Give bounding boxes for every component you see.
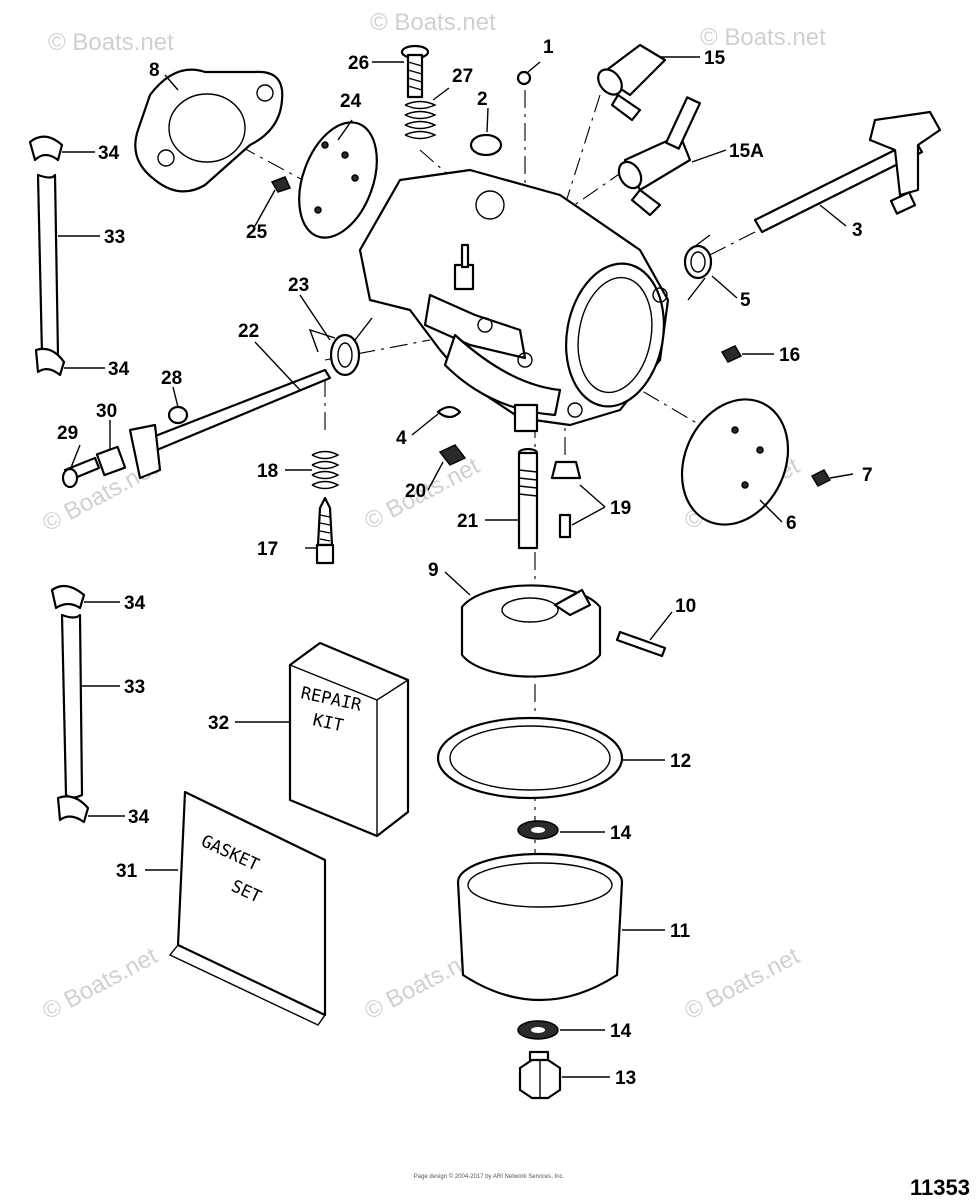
callout-13: 13 bbox=[615, 1068, 636, 1089]
callout-18: 18 bbox=[257, 461, 278, 482]
callout-32: 32 bbox=[208, 713, 229, 734]
callout-27: 27 bbox=[452, 66, 473, 87]
enrichment-plate bbox=[680, 398, 790, 526]
callout-14: 14 bbox=[610, 1021, 632, 1042]
callout-26: 26 bbox=[348, 53, 369, 74]
carburetor-body bbox=[358, 168, 670, 433]
throttle-plate bbox=[298, 121, 378, 239]
callout-31: 31 bbox=[116, 861, 138, 882]
callout-7: 7 bbox=[862, 465, 873, 486]
fuel-hoses bbox=[28, 135, 90, 824]
screw-and-spring bbox=[400, 44, 437, 140]
callout-19: 19 bbox=[610, 498, 631, 519]
watermark: © Boats.net bbox=[370, 9, 496, 36]
callout-34: 34 bbox=[128, 807, 150, 828]
callout-30: 30 bbox=[96, 401, 117, 422]
callout-16: 16 bbox=[779, 345, 800, 366]
callout-23: 23 bbox=[288, 275, 309, 296]
watermark: © Boats.net bbox=[700, 24, 826, 51]
ball-and-plug bbox=[469, 70, 532, 157]
figure-number: 11353 bbox=[910, 1175, 970, 1200]
callout-34: 34 bbox=[124, 593, 146, 614]
callout-5: 5 bbox=[740, 290, 751, 311]
float-bowl bbox=[456, 852, 624, 1002]
callout-4: 4 bbox=[396, 428, 407, 449]
callout-21: 21 bbox=[457, 511, 479, 532]
copyright-text: Page design © 2004-2017 by ARI Network S… bbox=[414, 1173, 565, 1180]
watermark: © Boats.net bbox=[38, 942, 162, 1025]
callout-33: 33 bbox=[124, 677, 145, 698]
callout-8: 8 bbox=[149, 60, 160, 81]
flange-gasket bbox=[134, 68, 284, 193]
callout-1: 1 bbox=[543, 37, 554, 58]
float-pin bbox=[615, 630, 667, 658]
main-nozzle-and-needle bbox=[517, 447, 582, 550]
callout-15: 15 bbox=[704, 48, 726, 69]
callout-20: 20 bbox=[405, 481, 426, 502]
throttle-shaft bbox=[753, 110, 942, 234]
return-springs bbox=[308, 234, 713, 377]
washers bbox=[517, 820, 559, 1040]
watermark: © Boats.net bbox=[48, 29, 174, 56]
idle-mixture-needle bbox=[311, 450, 340, 565]
callout-25: 25 bbox=[246, 222, 268, 243]
callout-22: 22 bbox=[238, 321, 259, 342]
leader-lines bbox=[58, 56, 854, 1078]
callout-12: 12 bbox=[670, 751, 691, 772]
choke-shaft-assembly bbox=[61, 368, 332, 489]
callout-17: 17 bbox=[257, 539, 278, 560]
callout-29: 29 bbox=[57, 423, 78, 444]
callout-14: 14 bbox=[610, 823, 632, 844]
repair-kit-box: REPAIR KIT bbox=[288, 641, 410, 838]
callout-3: 3 bbox=[852, 220, 863, 241]
callout-24: 24 bbox=[340, 91, 362, 112]
callout-6: 6 bbox=[786, 513, 797, 534]
callout-10: 10 bbox=[675, 596, 696, 617]
small-screws bbox=[270, 176, 832, 487]
callout-15a: 15A bbox=[729, 141, 764, 162]
callout-28: 28 bbox=[161, 368, 182, 389]
bowl-gasket bbox=[436, 716, 624, 800]
watermark: © Boats.net bbox=[680, 942, 804, 1025]
gasket-set-box: GASKET SET bbox=[168, 790, 327, 1026]
callout-34: 34 bbox=[108, 359, 130, 380]
callout-34: 34 bbox=[98, 143, 120, 164]
callout-9: 9 bbox=[428, 560, 439, 581]
callouts: 1 2 3 4 5 6 7 8 9 10 11 12 13 14 14 15 1… bbox=[57, 37, 873, 1089]
float bbox=[460, 584, 602, 678]
callout-11: 11 bbox=[670, 921, 691, 942]
callout-33: 33 bbox=[104, 227, 125, 248]
callout-2: 2 bbox=[477, 89, 488, 110]
fuel-fittings bbox=[597, 43, 702, 217]
drain-nut bbox=[518, 1050, 562, 1100]
